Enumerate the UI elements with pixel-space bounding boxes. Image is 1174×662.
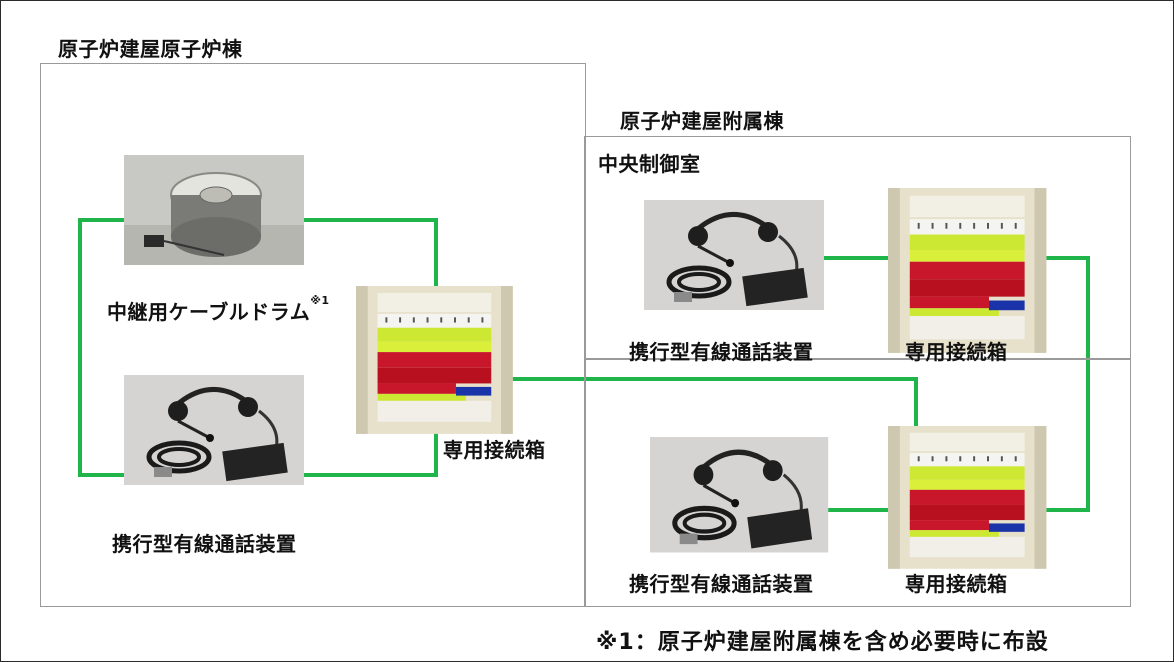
cable-line-drum-to-phone [78,218,124,477]
portable-phone-label-1: 携行型有線通話装置 [112,532,297,556]
cable-lines [78,218,1090,512]
portable-phone-label-3: 携行型有線通話装置 [629,572,814,596]
cable-line-box-to-box [1046,256,1090,512]
cable-line-drum-to-box [304,218,438,286]
cable-drum-note-mark: ※1 [310,294,330,307]
control-room-label: 中央制御室 [598,152,701,176]
reactor-building-label: 原子炉建屋原子炉棟 [58,37,243,61]
cable-line-box-to-aux-box [512,377,918,426]
junction-box-label-3: 専用接続箱 [905,572,1008,596]
portable-phone-label-2: 携行型有線通話装置 [629,340,814,364]
junction-box-label-2: 専用接続箱 [905,340,1008,364]
cable-drum-label: 中継用ケーブルドラム※1 [107,294,330,325]
cable-line-phone-to-box [304,427,438,477]
auxiliary-lower-region [584,358,1131,607]
control-room-region [584,136,1131,360]
cable-drum-label-text: 中継用ケーブルドラム [107,300,311,324]
auxiliary-building-label: 原子炉建屋附属棟 [620,109,784,133]
footnote: ※1：原子炉建屋附属棟を含め必要時に布設 [596,630,1049,655]
reactor-building-region [40,63,586,607]
junction-box-label-1: 専用接続箱 [443,438,546,462]
